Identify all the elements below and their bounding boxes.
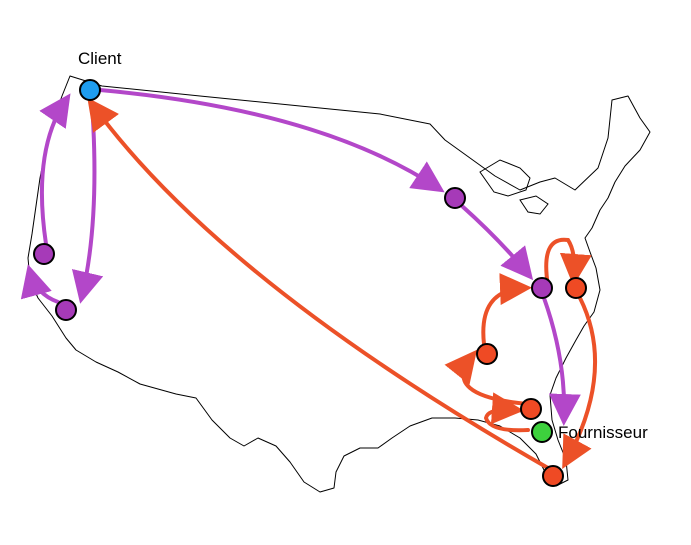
north-ca-node[interactable] — [33, 243, 55, 265]
route-florida-to-client — [87, 97, 550, 470]
northeast-node[interactable] — [565, 277, 587, 299]
route-client-to-midwest — [98, 88, 445, 193]
route-mid-to-northeast — [544, 237, 592, 288]
route-georgia-to-carolina — [444, 349, 530, 406]
carolina-node[interactable] — [476, 343, 498, 365]
east-node[interactable] — [531, 277, 553, 299]
red-routes — [87, 97, 598, 470]
route-south-ca-to-north-ca — [20, 264, 60, 304]
client-node[interactable] — [79, 79, 101, 101]
nodes — [33, 79, 587, 487]
midwest-node[interactable] — [444, 187, 466, 209]
route-east-to-supplier — [542, 296, 581, 426]
florida-node[interactable] — [542, 465, 564, 487]
lakes-outline — [479, 159, 549, 215]
route-northeast-to-florida — [562, 296, 598, 470]
route-supplier-to-georgia — [483, 392, 530, 433]
supplier-node[interactable] — [531, 421, 553, 443]
supplier-label: Fournisseur — [558, 423, 648, 442]
route-north-ca-to-client — [39, 93, 71, 246]
client-label: Client — [78, 49, 122, 68]
route-carolina-to-mid — [481, 273, 532, 346]
georgia-node[interactable] — [520, 398, 542, 420]
route-client-to-south-ca — [71, 102, 104, 304]
south-ca-node[interactable] — [55, 299, 77, 321]
route-midwest-to-east — [460, 204, 534, 281]
